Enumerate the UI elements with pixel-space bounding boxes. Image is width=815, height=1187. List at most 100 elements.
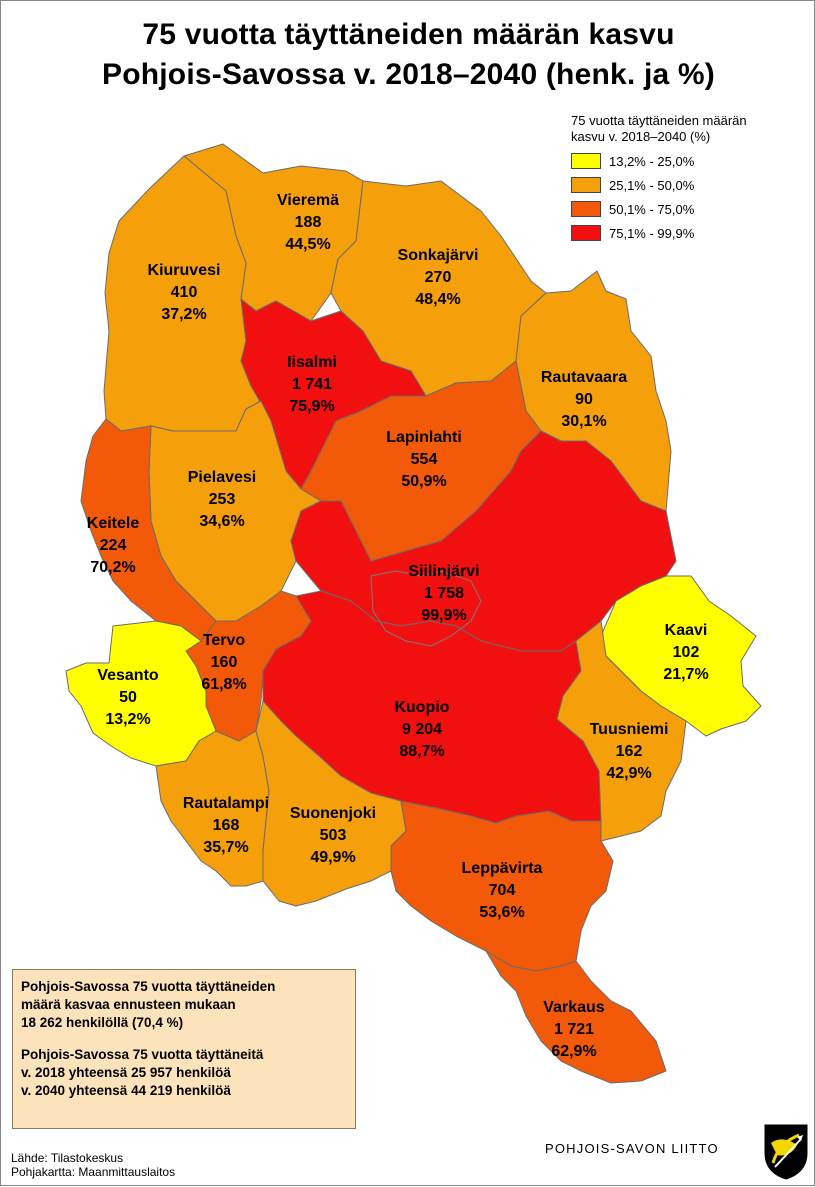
siilinjarvi-inner-boundary bbox=[370, 570, 482, 647]
region-suonenjoki[interactable] bbox=[255, 700, 407, 907]
legend-item-label: 50,1% - 75,0% bbox=[609, 201, 695, 217]
municipality-label: Rautavaara 90 30,1% bbox=[541, 369, 627, 430]
source-line: Pohjakartta: Maanmittauslaitos bbox=[11, 1165, 176, 1179]
municipality-label: Tuusniemi 162 42,9% bbox=[590, 721, 669, 782]
municipality-count: 102 bbox=[673, 644, 700, 661]
legend-item: 50,1% - 75,0% bbox=[571, 199, 811, 219]
municipality-name: Vieremä bbox=[277, 192, 339, 209]
summary-box: Pohjois-Savossa 75 vuotta täyttäneiden m… bbox=[12, 969, 356, 1129]
source-note: Lähde: Tilastokeskus Pohjakartta: Maanmi… bbox=[11, 1151, 175, 1179]
municipality-count: 503 bbox=[320, 827, 347, 844]
legend-item: 75,1% - 99,9% bbox=[571, 223, 811, 243]
municipality-label: Kuopio 9 204 88,7% bbox=[394, 699, 449, 760]
municipality-name: Iisalmi bbox=[287, 354, 337, 371]
municipality-pct: 13,2% bbox=[105, 711, 150, 728]
municipality-name: Pielavesi bbox=[188, 469, 257, 486]
municipality-name: Kuopio bbox=[394, 699, 449, 716]
municipality-name: Siilinjärvi bbox=[408, 563, 479, 580]
municipality-count: 162 bbox=[616, 743, 643, 760]
legend-swatch bbox=[571, 225, 601, 241]
municipality-name: Tervo bbox=[203, 632, 246, 649]
municipality-name: Vesanto bbox=[97, 667, 159, 684]
municipality-label: Tervo 160 61,8% bbox=[201, 632, 246, 693]
municipality-count: 704 bbox=[489, 882, 516, 899]
municipality-pct: 42,9% bbox=[606, 765, 651, 782]
municipality-pct: 75,9% bbox=[289, 398, 334, 415]
municipality-pct: 35,7% bbox=[203, 839, 248, 856]
municipality-name: Tuusniemi bbox=[590, 721, 669, 738]
municipality-count: 1 758 bbox=[424, 585, 464, 602]
municipality-name: Varkaus bbox=[543, 999, 604, 1016]
municipality-label: Kaavi 102 21,7% bbox=[663, 622, 708, 683]
municipality-pct: 99,9% bbox=[421, 607, 466, 624]
municipality-label: Iisalmi 1 741 75,9% bbox=[287, 354, 337, 415]
municipality-pct: 50,9% bbox=[401, 473, 446, 490]
legend: 75 vuotta täyttäneiden määrän kasvu v. 2… bbox=[571, 113, 811, 247]
legend-item-label: 25,1% - 50,0% bbox=[609, 177, 695, 193]
municipality-count: 90 bbox=[575, 391, 593, 408]
legend-title: 75 vuotta täyttäneiden määrän kasvu v. 2… bbox=[571, 113, 811, 145]
summary-line: määrä kasvaa ennusteen mukaan bbox=[21, 997, 236, 1012]
map-title-line1: 75 vuotta täyttäneiden määrän kasvu bbox=[142, 18, 675, 51]
legend-title-line1: 75 vuotta täyttäneiden määrän bbox=[571, 113, 747, 128]
municipality-name: Leppävirta bbox=[462, 860, 543, 877]
municipality-pct: 88,7% bbox=[399, 743, 444, 760]
municipality-count: 270 bbox=[425, 269, 452, 286]
municipality-pct: 34,6% bbox=[199, 513, 244, 530]
municipality-name: Rautalampi bbox=[183, 795, 269, 812]
municipality-count: 160 bbox=[211, 654, 238, 671]
municipality-count: 50 bbox=[119, 689, 137, 706]
legend-item-label: 75,1% - 99,9% bbox=[609, 225, 695, 241]
municipality-pct: 37,2% bbox=[161, 306, 206, 323]
municipality-pct: 49,9% bbox=[310, 849, 355, 866]
region-leppavirta[interactable] bbox=[390, 800, 614, 972]
source-line: Lähde: Tilastokeskus bbox=[11, 1151, 124, 1165]
region-tuusniemi[interactable] bbox=[556, 620, 687, 842]
legend-swatch bbox=[571, 153, 601, 169]
municipality-pct: 70,2% bbox=[90, 559, 135, 576]
municipality-label: Keitele 224 70,2% bbox=[87, 515, 140, 576]
coat-of-arms-icon bbox=[764, 1124, 808, 1180]
region-varkaus[interactable] bbox=[485, 950, 667, 1084]
municipality-pct: 53,6% bbox=[479, 904, 524, 921]
municipality-count: 224 bbox=[100, 537, 127, 554]
region-layer bbox=[65, 143, 762, 1084]
legend-swatch bbox=[571, 177, 601, 193]
map-title-line2: Pohjois-Savossa v. 2018–2040 (henk. ja %… bbox=[102, 58, 715, 91]
municipality-count: 168 bbox=[213, 817, 240, 834]
summary-line: v. 2040 yhteensä 44 219 henkilöä bbox=[21, 1083, 231, 1098]
municipality-pct: 30,1% bbox=[561, 413, 606, 430]
municipality-label: Lapinlahti 554 50,9% bbox=[386, 429, 462, 490]
municipality-count: 1 741 bbox=[292, 376, 332, 393]
municipality-name: Lapinlahti bbox=[386, 429, 462, 446]
municipality-name: Kaavi bbox=[665, 622, 708, 639]
municipality-pct: 61,8% bbox=[201, 676, 246, 693]
municipality-name: Keitele bbox=[87, 515, 140, 532]
region-vesanto[interactable] bbox=[65, 620, 217, 767]
legend-title-line2: kasvu v. 2018–2040 (%) bbox=[571, 129, 711, 144]
municipality-label: Siilinjärvi 1 758 99,9% bbox=[408, 563, 479, 624]
municipality-pct: 21,7% bbox=[663, 666, 708, 683]
municipality-name: Rautavaara bbox=[541, 369, 627, 386]
brand-name: POHJOIS-SAVON LIITTO bbox=[545, 1141, 719, 1156]
legend-swatch bbox=[571, 201, 601, 217]
municipality-count: 9 204 bbox=[402, 721, 442, 738]
municipality-label: Vesanto 50 13,2% bbox=[97, 667, 159, 728]
municipality-label: Leppävirta 704 53,6% bbox=[462, 860, 543, 921]
map-title: 75 vuotta täyttäneiden määrän kasvu Pohj… bbox=[1, 15, 815, 95]
municipality-count: 1 721 bbox=[554, 1021, 594, 1038]
municipality-name: Suonenjoki bbox=[290, 805, 376, 822]
municipality-count: 410 bbox=[171, 284, 198, 301]
municipality-count: 554 bbox=[411, 451, 438, 468]
legend-item-label: 13,2% - 25,0% bbox=[609, 153, 695, 169]
municipality-name: Sonkajärvi bbox=[398, 247, 479, 264]
legend-item: 13,2% - 25,0% bbox=[571, 151, 811, 171]
summary-line: 18 262 henkilöllä (70,4 %) bbox=[21, 1015, 184, 1030]
summary-line: v. 2018 yhteensä 25 957 henkilöä bbox=[21, 1065, 231, 1080]
